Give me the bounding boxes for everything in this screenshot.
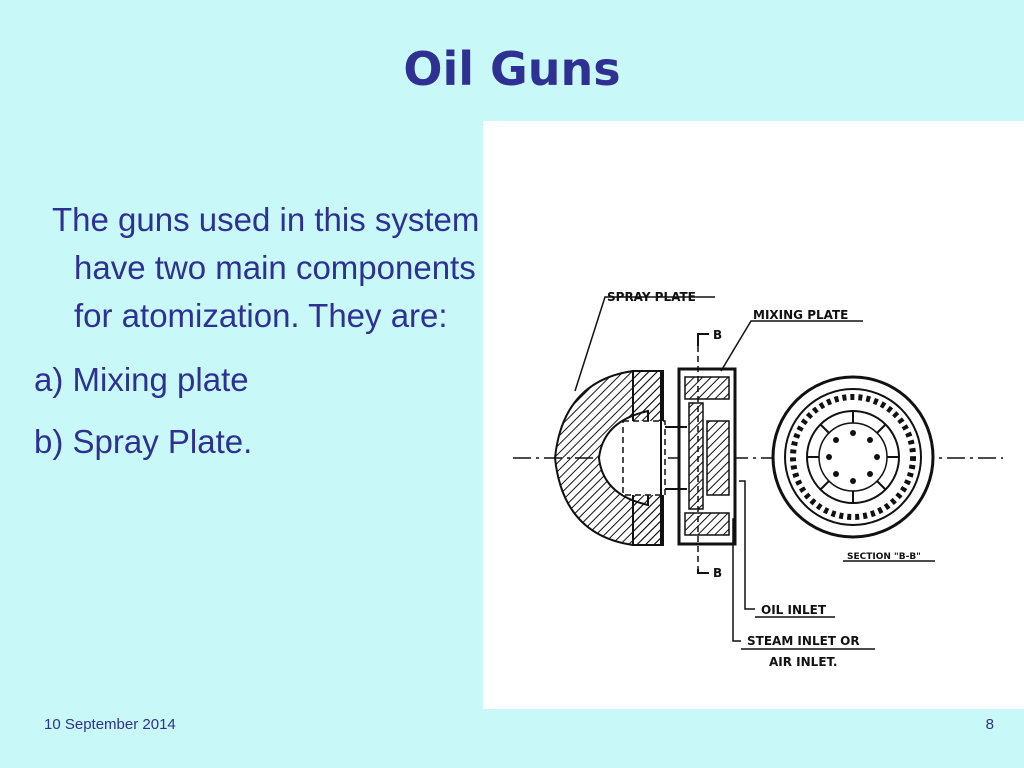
spray-plate-label: SPRAY PLATE	[607, 290, 696, 304]
oil-gun-diagram: B B	[483, 121, 1024, 709]
slide-title: Oil Guns	[403, 42, 621, 96]
page-number: 8	[985, 716, 994, 733]
steam-inlet-label-line1: STEAM INLET OR	[747, 634, 860, 648]
footer-date: 10 September 2014	[44, 716, 176, 733]
section-mark-bottom: B	[713, 566, 722, 580]
section-view-shape	[771, 375, 935, 539]
mixing-plate-label: MIXING PLATE	[753, 308, 848, 322]
oil-gun-drawing: B B	[513, 290, 1003, 669]
list-item-mixing-plate: a) Mixing plate	[34, 361, 249, 398]
intro-paragraph: The guns used in this system have two ma…	[52, 201, 480, 334]
oil-inlet-label: OIL INLET	[761, 603, 827, 617]
list-item-spray-plate: b) Spray Plate.	[34, 423, 253, 460]
section-mark-top: B	[713, 328, 722, 342]
steam-inlet-label-line2: AIR INLET.	[769, 655, 837, 669]
section-label: SECTION "B-B"	[847, 552, 921, 562]
mixing-plate-shape	[665, 367, 737, 546]
slide-body: The guns used in this system have two ma…	[34, 196, 484, 478]
spray-plate-shape	[553, 370, 666, 546]
